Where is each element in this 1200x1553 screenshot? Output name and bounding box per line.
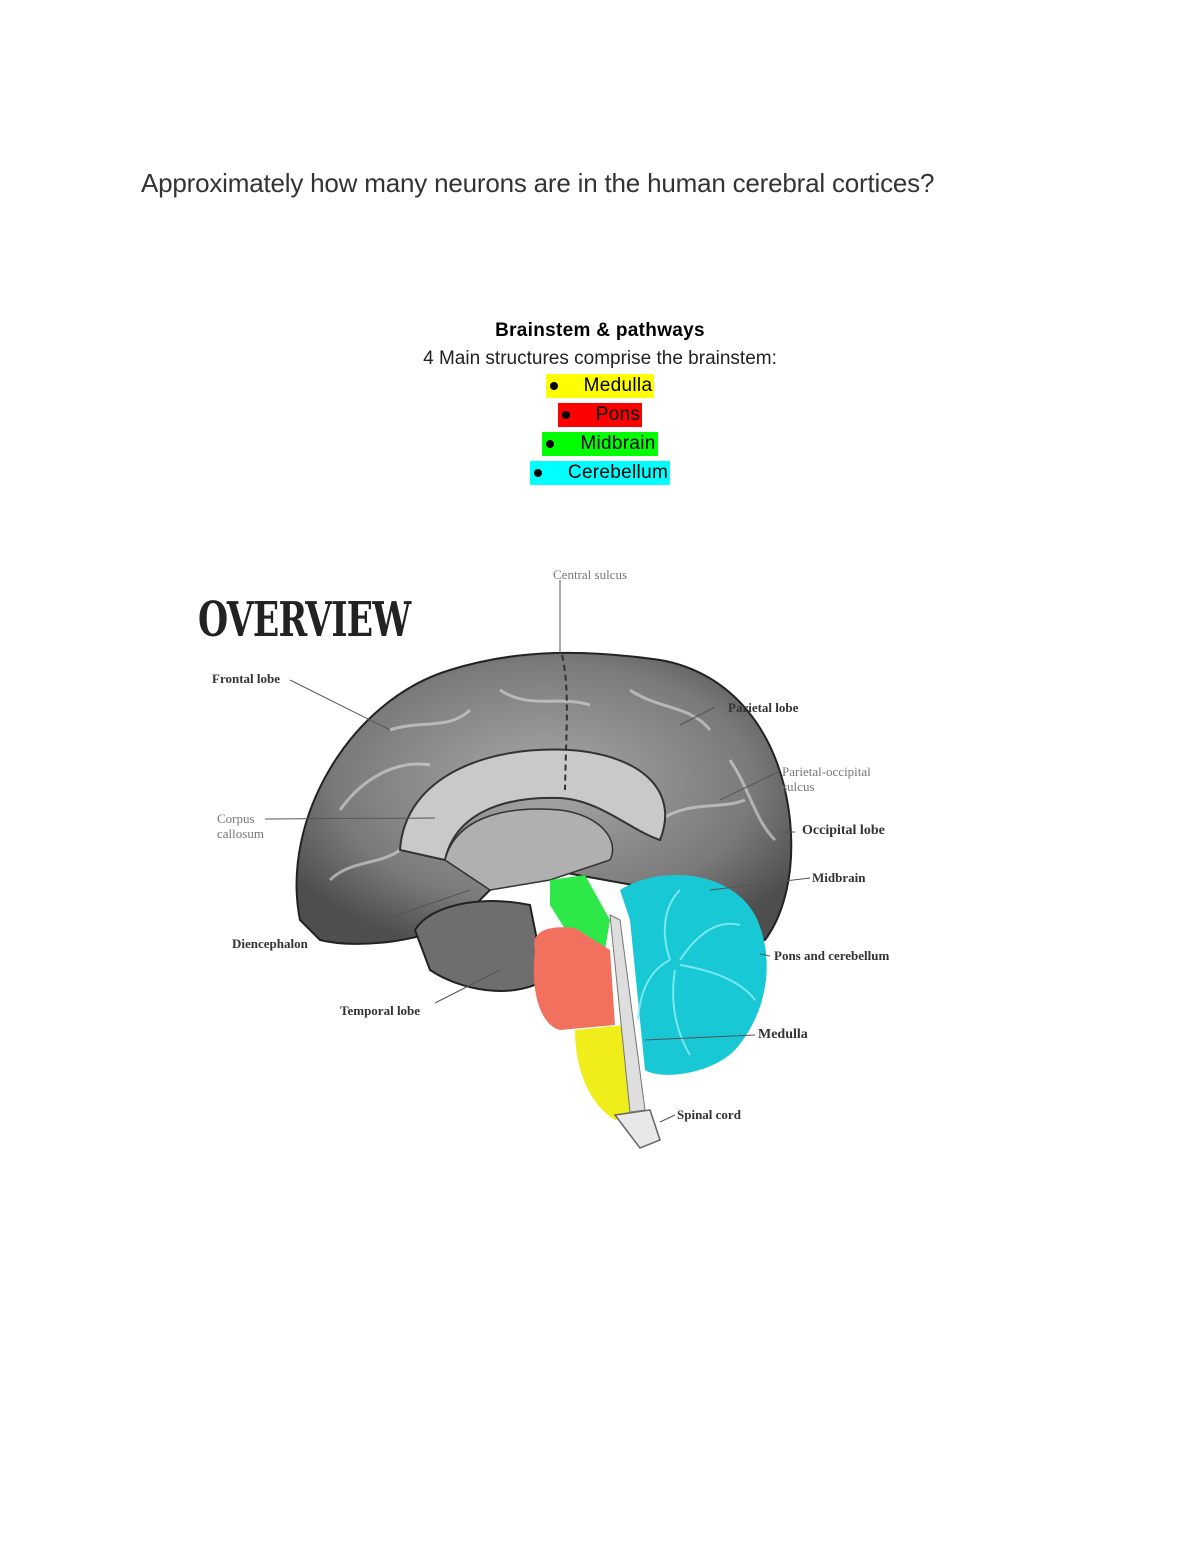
brain-illustration [264, 580, 811, 1149]
label-pons-cerebellum: Pons and cerebellum [774, 948, 890, 963]
label-parietal-occipital: Parietal-occipital [782, 764, 871, 779]
question-text: Approximately how many neurons are in th… [141, 168, 935, 198]
section-subtitle: 4 Main structures comprise the brainstem… [423, 348, 777, 369]
label-central-sulcus: Central sulcus [553, 567, 628, 582]
label-parietal-occipital-2: sulcus [782, 779, 815, 794]
label-spinal-cord: Spinal cord [677, 1107, 741, 1122]
bullet-icon [533, 469, 542, 477]
bullet-icon [549, 382, 558, 390]
label-callosum: callosum [217, 826, 264, 841]
bullet-pons: Pons [557, 403, 643, 427]
bullet-icon [546, 440, 555, 448]
bullet-midbrain: Midbrain [542, 432, 658, 456]
label-corpus: Corpus [217, 811, 255, 826]
label-medulla: Medulla [758, 1027, 808, 1042]
bullet-icon [561, 411, 570, 419]
label-parietal-lobe: Parietal lobe [728, 700, 799, 715]
label-diencephalon: Diencephalon [232, 936, 308, 951]
brain-diagram: OVERVIEW [190, 560, 920, 1160]
label-frontal-lobe: Frontal lobe [212, 671, 281, 686]
brainstem-section: Brainstem & pathways 4 Main structures c… [0, 318, 1200, 490]
label-occipital-lobe: Occipital lobe [802, 823, 885, 838]
figure-title: OVERVIEW [198, 592, 411, 648]
bullet-medulla: Medulla [545, 374, 655, 398]
label-temporal-lobe: Temporal lobe [340, 1003, 421, 1018]
bullet-cerebellum: Cerebellum [529, 461, 671, 485]
label-midbrain: Midbrain [812, 870, 866, 885]
section-title: Brainstem & pathways [495, 320, 705, 341]
